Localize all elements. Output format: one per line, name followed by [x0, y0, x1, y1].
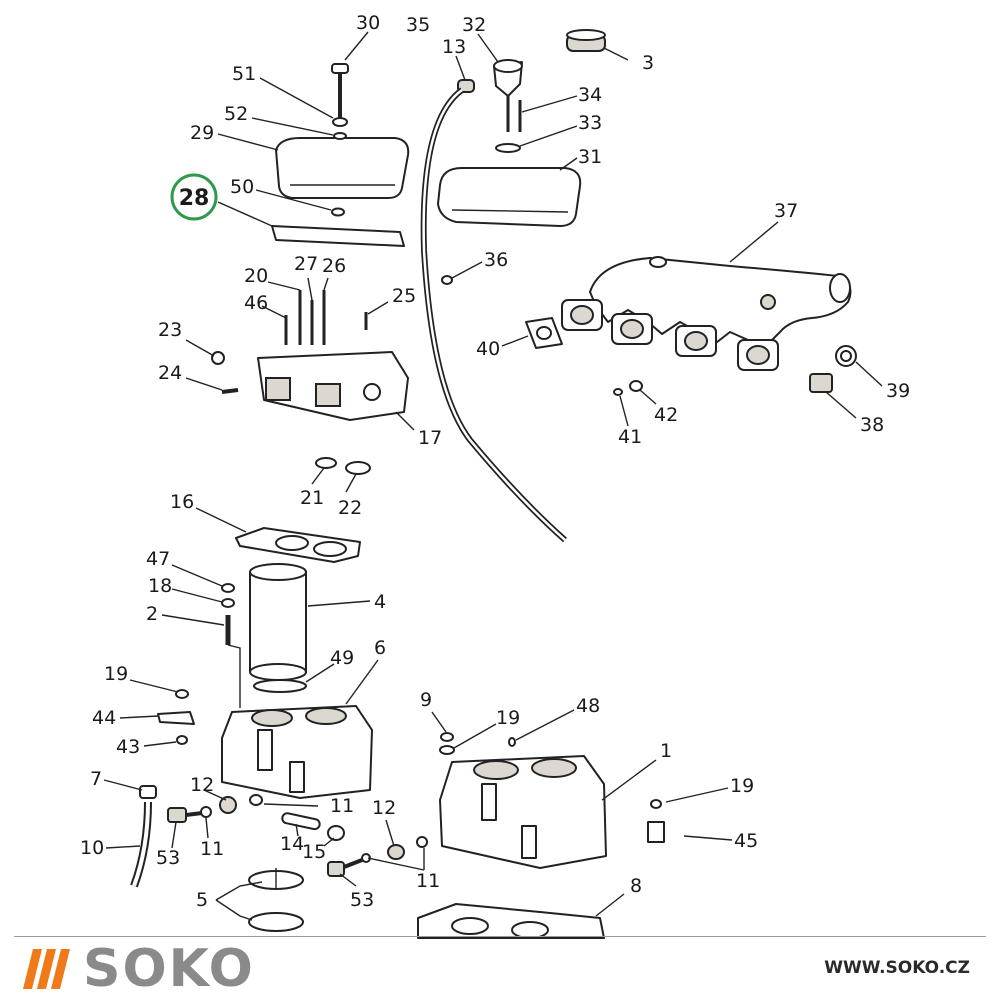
label-6: 6	[374, 637, 386, 659]
label-40: 40	[476, 338, 500, 360]
label-7: 7	[90, 768, 102, 790]
label-39: 39	[886, 380, 910, 402]
label-49: 49	[330, 647, 354, 669]
label-29: 29	[190, 122, 214, 144]
cylinder-block-right	[439, 755, 607, 869]
label-25: 25	[392, 285, 416, 307]
cylinder-head	[257, 290, 409, 421]
website-link[interactable]: WWW.SOKO.CZ	[824, 958, 970, 978]
block-gasket	[417, 903, 605, 939]
manifold-gasket	[525, 317, 563, 349]
label-12-left: 12	[190, 774, 214, 796]
label-53-left: 53	[156, 847, 180, 869]
small-ring	[441, 275, 453, 285]
footer-divider	[14, 936, 986, 937]
label-19-right: 19	[730, 775, 754, 797]
label-9: 9	[420, 689, 432, 711]
label-27: 27	[294, 253, 318, 275]
label-32: 32	[462, 14, 486, 36]
highlighted-part-marker[interactable]: 28	[170, 173, 218, 221]
label-2: 2	[146, 603, 158, 625]
brand-logo[interactable]: SOKO	[23, 939, 255, 999]
exhaust-manifold	[561, 256, 852, 371]
label-34: 34	[578, 84, 602, 106]
label-1: 1	[660, 740, 672, 762]
label-46: 46	[244, 292, 268, 314]
label-51: 51	[232, 63, 256, 85]
label-13: 13	[442, 36, 466, 58]
label-11-mid: 11	[330, 795, 354, 817]
label-20: 20	[244, 265, 268, 287]
label-35: 35	[406, 14, 430, 36]
label-14: 14	[280, 833, 304, 855]
label-22: 22	[338, 497, 362, 519]
label-21: 21	[300, 487, 324, 509]
label-45: 45	[734, 830, 758, 852]
label-44: 44	[92, 707, 116, 729]
label-41: 41	[618, 426, 642, 448]
label-19-left: 19	[104, 663, 128, 685]
exploded-parts-diagram: 30 35 32 13 3 51 34 52 33 29 31 50 37 36…	[80, 12, 910, 939]
label-3: 3	[642, 52, 654, 74]
footer: SOKO WWW.SOKO.CZ	[0, 936, 1000, 1000]
label-50: 50	[230, 176, 254, 198]
highlighted-part-number: 28	[179, 186, 210, 211]
part-number-labels: 30 35 32 13 3 51 34 52 33 29 31 50 37 36…	[80, 12, 910, 911]
label-42: 42	[654, 404, 678, 426]
label-33: 33	[578, 112, 602, 134]
label-31: 31	[578, 146, 602, 168]
head-gasket	[235, 527, 361, 563]
valve-cover-right	[437, 167, 582, 227]
cover-bolt	[331, 63, 349, 140]
cylinder-block-left	[221, 705, 373, 799]
cylinder-liner	[249, 563, 307, 693]
label-10: 10	[80, 837, 104, 859]
label-12-right: 12	[372, 797, 396, 819]
label-18: 18	[148, 575, 172, 597]
label-38: 38	[860, 414, 884, 436]
label-48: 48	[576, 695, 600, 717]
label-8: 8	[630, 875, 642, 897]
label-4: 4	[374, 591, 386, 613]
label-23: 23	[158, 319, 182, 341]
label-16: 16	[170, 491, 194, 513]
label-11-right: 11	[416, 870, 440, 892]
label-11-left: 11	[200, 838, 224, 860]
label-19-mid: 19	[496, 707, 520, 729]
drain-plug	[809, 345, 857, 393]
label-52: 52	[224, 103, 248, 125]
label-17: 17	[418, 427, 442, 449]
label-36: 36	[484, 249, 508, 271]
label-43: 43	[116, 736, 140, 758]
label-24: 24	[158, 362, 182, 384]
label-30: 30	[356, 12, 380, 34]
label-37: 37	[774, 200, 798, 222]
oil-filler-assembly	[457, 29, 606, 153]
label-53-right: 53	[350, 889, 374, 911]
label-15: 15	[302, 841, 326, 863]
valve-cover-gasket	[271, 207, 405, 247]
label-5: 5	[196, 889, 208, 911]
breather-pipe	[420, 87, 567, 543]
valve-cover-left	[275, 137, 410, 199]
label-26: 26	[322, 255, 346, 277]
label-47: 47	[146, 548, 170, 570]
brand-stripes-icon	[23, 949, 70, 989]
brand-name: SOKO	[83, 939, 255, 999]
